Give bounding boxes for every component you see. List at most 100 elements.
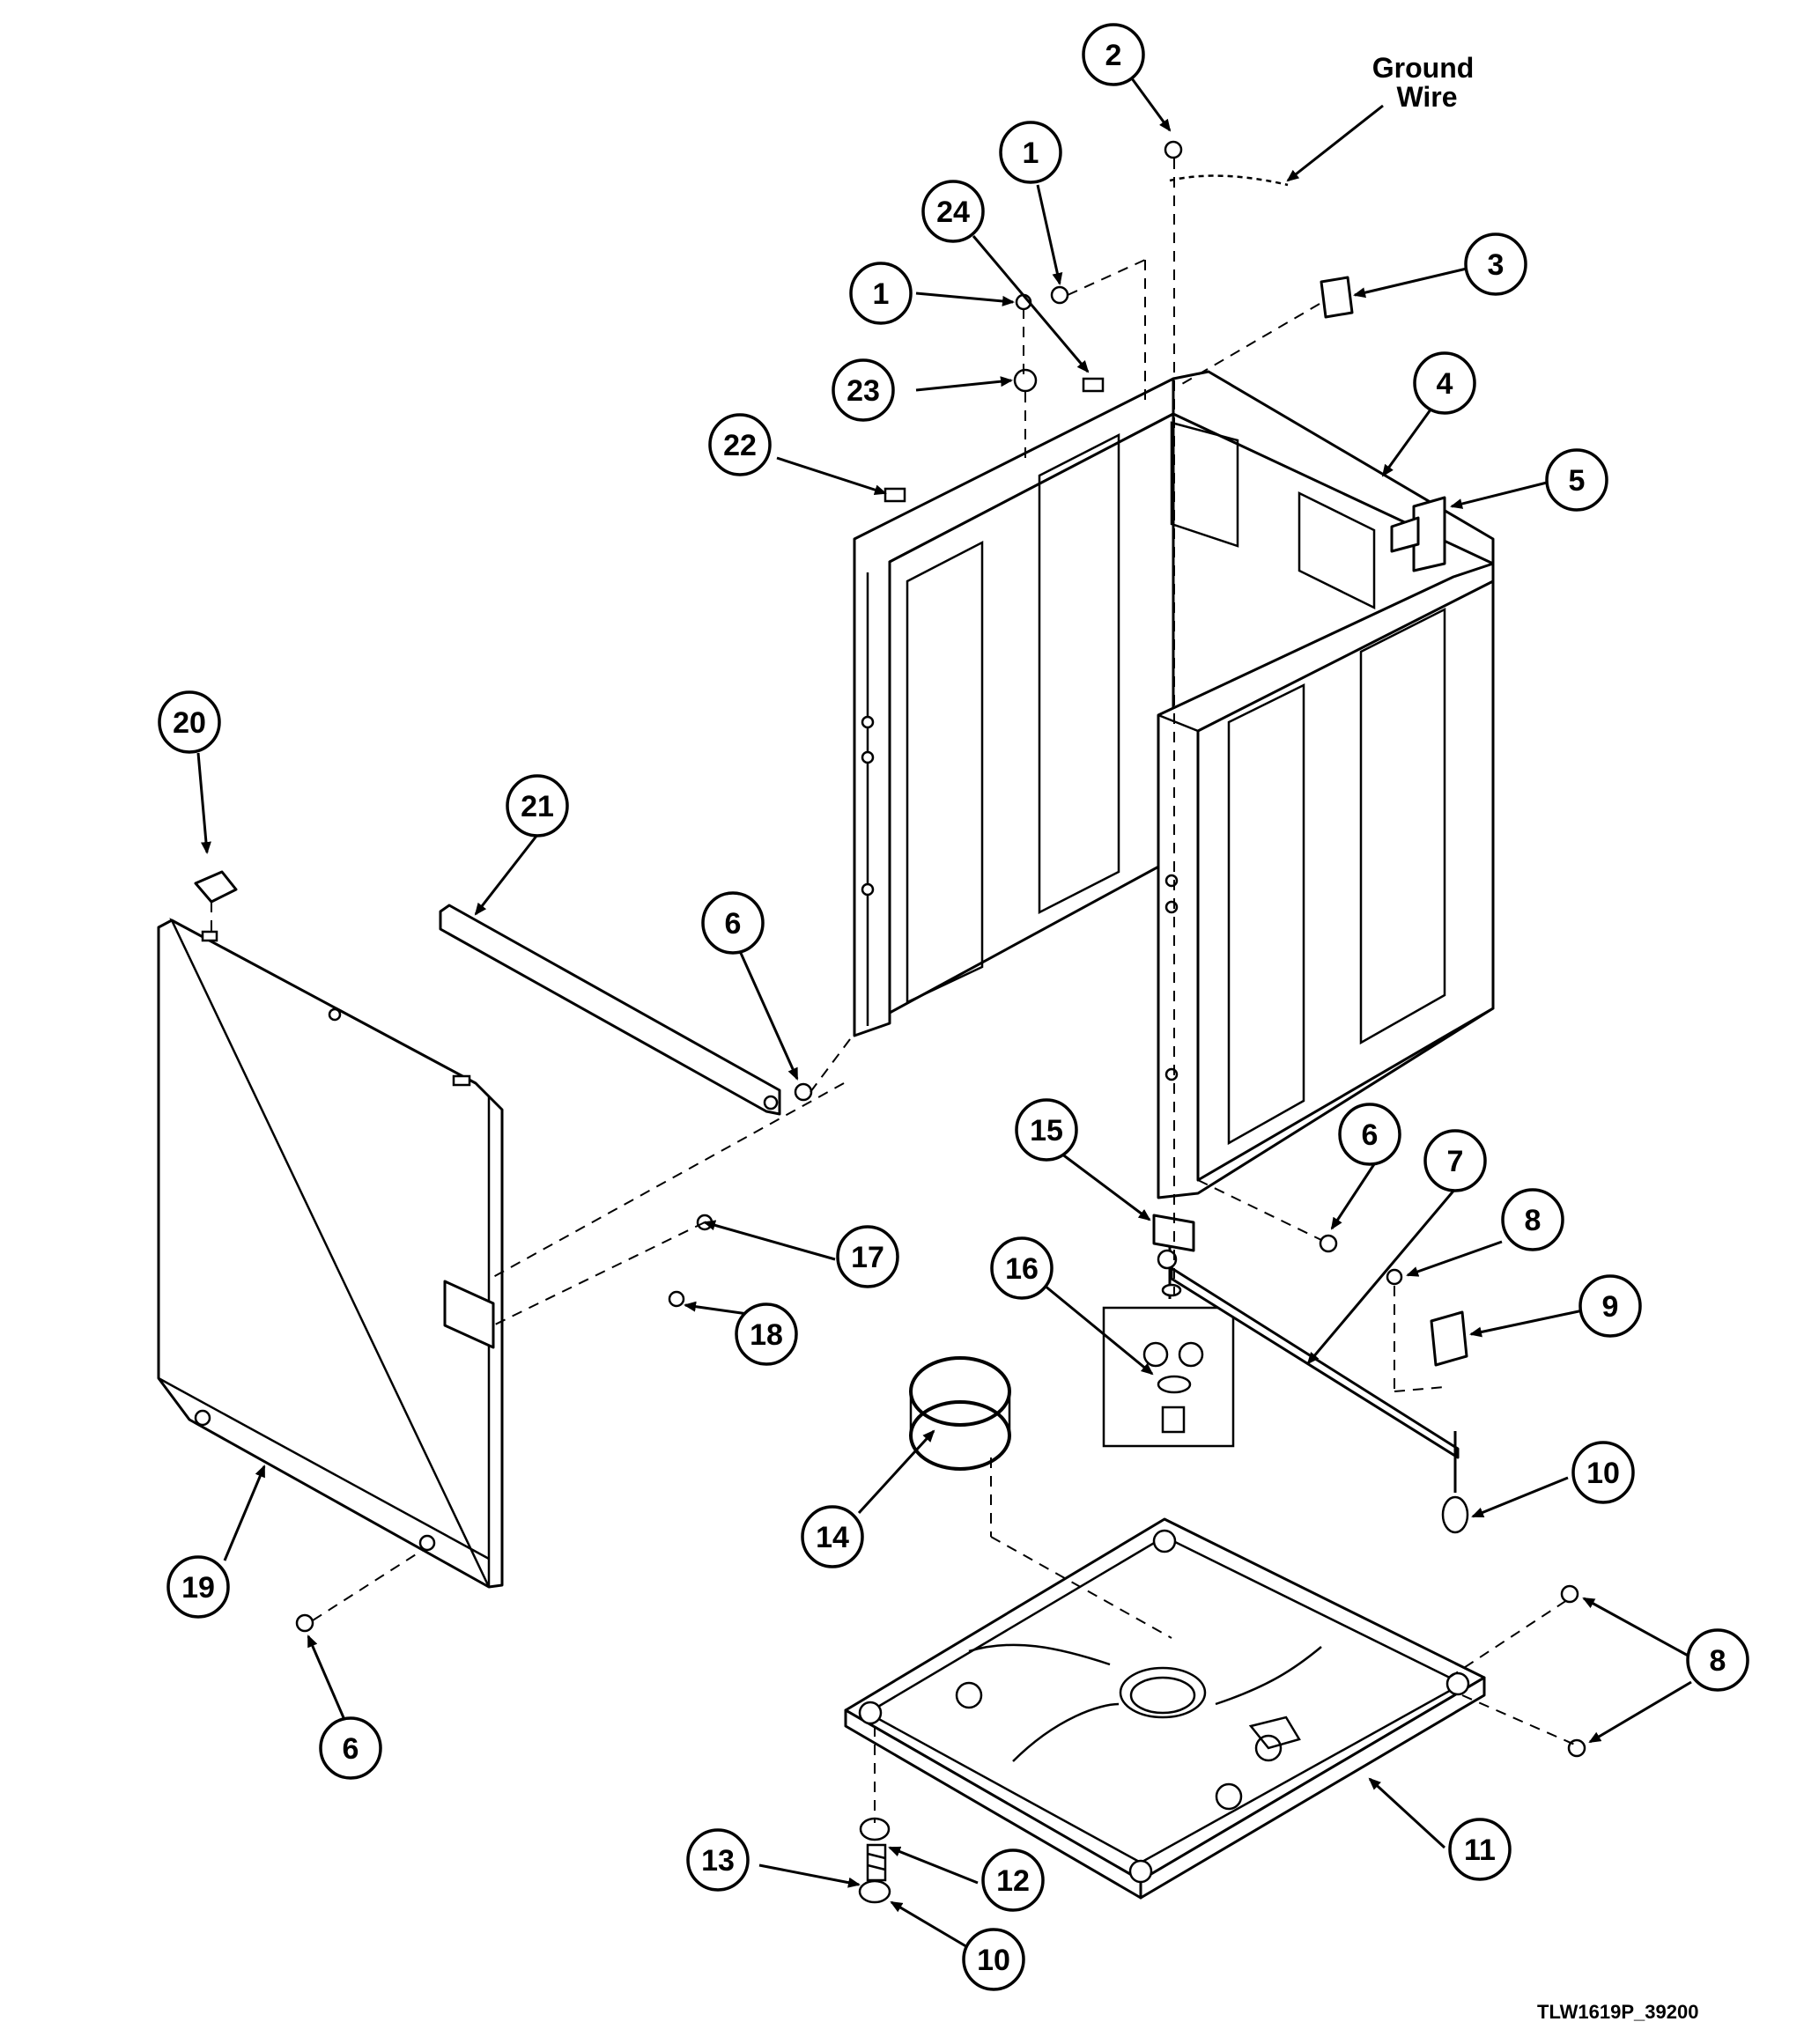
- callout-circle: [801, 1505, 864, 1568]
- ground-wire-label-line2: Wire: [1396, 81, 1457, 113]
- callout-number: 6: [725, 907, 742, 941]
- callout-19: 19: [166, 1555, 230, 1619]
- callout-circle: [1448, 1818, 1512, 1881]
- part-box-16: [1102, 1306, 1235, 1448]
- callout-circle: [990, 1236, 1054, 1300]
- callout-circle: [735, 1302, 798, 1366]
- callout-1: 1: [999, 121, 1062, 184]
- callout-number: 12: [996, 1864, 1030, 1898]
- callout-circle: [832, 358, 895, 422]
- callout-number: 9: [1602, 1290, 1619, 1324]
- drawing-code: TLW1619P_39200: [1537, 2001, 1698, 2023]
- callout-number: 24: [936, 196, 970, 229]
- callout-circle: [1338, 1103, 1401, 1166]
- callout-circle: [1423, 1129, 1487, 1192]
- callout-circle: [319, 1716, 382, 1780]
- callout-number: 19: [181, 1571, 215, 1605]
- callout-number: 3: [1488, 248, 1505, 282]
- callout-number: 6: [1362, 1118, 1379, 1152]
- callout-6: 6: [701, 891, 765, 955]
- leveling-leg: [858, 1817, 891, 1904]
- ring-14: [909, 1356, 1011, 1471]
- callout-circle: [166, 1555, 230, 1619]
- assembly-lines: [312, 159, 1578, 1823]
- ground-wire-label: Ground Wire: [1372, 52, 1482, 113]
- callout-11: 11: [1448, 1818, 1512, 1881]
- callout-22: 22: [708, 413, 772, 476]
- callout-number: 18: [750, 1318, 783, 1352]
- ground-wire-label-line1: Ground: [1372, 52, 1475, 84]
- bracket-5: [1390, 496, 1446, 572]
- callout-number: 7: [1447, 1145, 1464, 1178]
- callout-circle: [1571, 1441, 1635, 1504]
- callout-8: 8: [1686, 1628, 1749, 1692]
- cabinet-left-panel: [853, 377, 1175, 1037]
- callout-12: 12: [981, 1848, 1045, 1912]
- callout-24: 24: [921, 180, 985, 243]
- callout-circle: [1464, 232, 1527, 296]
- callout-circle: [999, 121, 1062, 184]
- callout-number: 13: [701, 1844, 735, 1878]
- front-panel-19: [157, 918, 504, 1589]
- callout-circle: [962, 1928, 1025, 1991]
- callout-circle: [158, 690, 221, 754]
- callout-number: 10: [1586, 1457, 1620, 1490]
- callout-circle: [1686, 1628, 1749, 1692]
- callout-15: 15: [1015, 1098, 1078, 1162]
- callout-10: 10: [962, 1928, 1025, 1991]
- trim-strip-21: [439, 904, 781, 1116]
- callout-number: 4: [1437, 367, 1453, 401]
- callout-21: 21: [506, 774, 569, 838]
- callout-number: 1: [1023, 137, 1039, 170]
- callout-number: 23: [847, 374, 880, 408]
- callout-number: 5: [1569, 464, 1586, 498]
- callout-4: 4: [1413, 351, 1476, 415]
- callout-20: 20: [158, 690, 221, 754]
- callout-number: 17: [851, 1241, 884, 1274]
- callout-number: 8: [1525, 1204, 1542, 1237]
- callout-circle: [506, 774, 569, 838]
- hardware: [295, 140, 1586, 1758]
- callout-6: 6: [319, 1716, 382, 1780]
- callout-circle: [981, 1848, 1045, 1912]
- clip-20: [194, 870, 238, 932]
- callout-7: 7: [1423, 1129, 1487, 1192]
- callout-number: 11: [1464, 1834, 1496, 1867]
- callout-2: 2: [1082, 23, 1145, 86]
- callout-13: 13: [686, 1828, 750, 1892]
- callout-number: 20: [173, 706, 206, 740]
- callout-circle: [921, 180, 985, 243]
- callout-16: 16: [990, 1236, 1054, 1300]
- callout-23: 23: [832, 358, 895, 422]
- callout-circle: [686, 1828, 750, 1892]
- callout-number: 8: [1710, 1644, 1726, 1678]
- callout-8: 8: [1501, 1188, 1564, 1251]
- callout-circle: [701, 891, 765, 955]
- callout-17: 17: [836, 1225, 899, 1288]
- callout-3: 3: [1464, 232, 1527, 296]
- callout-circle: [1015, 1098, 1078, 1162]
- callout-number: 21: [521, 790, 554, 823]
- callout-circle: [708, 413, 772, 476]
- callout-circle: [836, 1225, 899, 1288]
- grommet-10-upper: [1441, 1495, 1469, 1534]
- callout-14: 14: [801, 1505, 864, 1568]
- callout-circle: [1082, 23, 1145, 86]
- cabinet-right-panel: [1157, 562, 1495, 1199]
- callout-number: 15: [1030, 1114, 1063, 1147]
- callout-circle: [1545, 448, 1608, 512]
- callout-number: 6: [343, 1732, 359, 1766]
- callout-9: 9: [1578, 1274, 1642, 1338]
- bracket-9: [1430, 1310, 1468, 1367]
- callout-10: 10: [1571, 1441, 1635, 1504]
- callout-circle: [1501, 1188, 1564, 1251]
- base-frame-11: [844, 1517, 1486, 1900]
- callout-number: 2: [1105, 39, 1122, 72]
- callout-18: 18: [735, 1302, 798, 1366]
- callout-6: 6: [1338, 1103, 1401, 1166]
- callout-number: 16: [1005, 1252, 1039, 1286]
- callout-circle: [849, 262, 913, 325]
- callout-number: 22: [723, 429, 757, 462]
